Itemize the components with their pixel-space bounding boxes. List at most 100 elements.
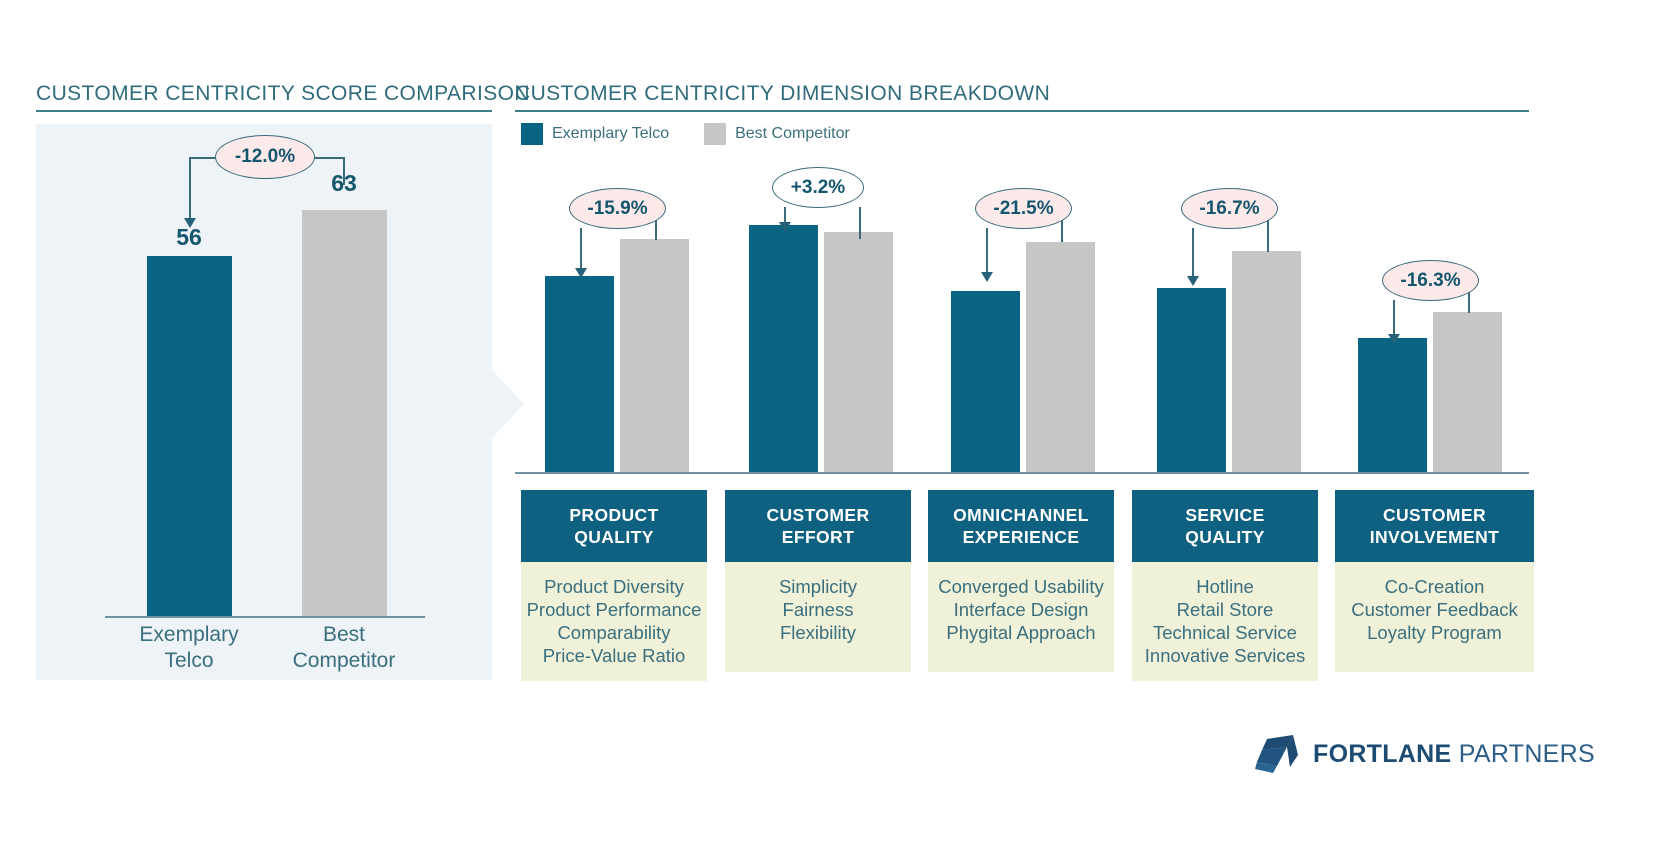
left-category-line2: Telco — [164, 649, 214, 672]
left-delta-connector-left-horiz — [189, 157, 222, 159]
delta3-arrow-shaft — [986, 228, 988, 278]
legend-swatch-teal-icon — [521, 123, 543, 145]
dimension-item: Comparability — [557, 622, 671, 643]
score-comparison-panel — [36, 124, 492, 680]
bar-customer-involvement-telco[interactable] — [1358, 338, 1427, 472]
dimension-column-service-quality[interactable]: SERVICE QUALITY Hotline Retail Store Tec… — [1132, 490, 1318, 681]
bar-exemplary-telco[interactable] — [147, 256, 232, 618]
dimension-header-line2: EFFORT — [781, 527, 855, 547]
bar-omnichannel-experience-telco[interactable] — [951, 291, 1020, 472]
delta1-connector-right — [655, 212, 657, 240]
legend-swatch-grey-icon — [704, 123, 727, 145]
left-category-line1: Exemplary — [139, 623, 239, 646]
fortlane-cube-icon — [1255, 735, 1298, 773]
dimension-header-line1: CUSTOMER — [1382, 505, 1487, 525]
left-title-rule — [36, 110, 492, 112]
logo-word-regular: PARTNERS — [1458, 739, 1595, 768]
delta-badge-customer-effort[interactable]: +3.2% — [772, 167, 864, 208]
dimension-column-customer-involvement[interactable]: CUSTOMER INVOLVEMENT Co-Creation Custome… — [1335, 490, 1534, 672]
bar-best-competitor[interactable] — [302, 210, 387, 618]
dimension-header-customer-effort: CUSTOMER EFFORT — [725, 490, 911, 562]
panel-chevron-pointer — [490, 368, 524, 440]
delta1-arrowhead-icon — [575, 268, 587, 278]
delta-badge-product-quality[interactable]: -15.9% — [569, 188, 666, 229]
dimension-header-line2: EXPERIENCE — [962, 527, 1080, 547]
delta3-connector-right — [1061, 212, 1063, 242]
dimension-items-product-quality: Product Diversity Product Performance Co… — [521, 562, 707, 681]
dimension-item: Flexibility — [779, 622, 857, 643]
delta5-arrow-shaft — [1393, 300, 1395, 340]
delta-badge-omnichannel-experience[interactable]: -21.5% — [975, 188, 1072, 229]
right-panel-title: CUSTOMER CENTRICITY DIMENSION BREAKDOWN — [515, 82, 1051, 105]
bar-product-quality-competitor[interactable] — [620, 239, 689, 472]
right-title-rule — [515, 110, 1529, 112]
left-panel-title: CUSTOMER CENTRICITY SCORE COMPARISON — [36, 82, 530, 105]
bar-customer-effort-competitor[interactable] — [824, 232, 893, 472]
bar-customer-involvement-competitor[interactable] — [1433, 312, 1502, 472]
bar-omnichannel-experience-competitor[interactable] — [1026, 242, 1095, 472]
dimension-header-line2: QUALITY — [574, 527, 654, 547]
left-category-exemplary-telco: Exemplary Telco — [109, 622, 269, 674]
delta5-arrowhead-icon — [1388, 334, 1400, 344]
fortlane-partners-logo: FORTLANE PARTNERS — [1253, 733, 1595, 775]
left-category-line2: Competitor — [292, 649, 396, 672]
delta4-connector-right — [1267, 212, 1269, 252]
dimension-item: Interface Design — [953, 599, 1089, 620]
dimension-item: Customer Feedback — [1351, 599, 1518, 620]
logo-wordmark: FORTLANE PARTNERS — [1313, 740, 1595, 769]
dimension-item: Product Performance — [526, 599, 702, 620]
dimension-item: Converged Usability — [938, 576, 1104, 597]
dimension-item: Hotline — [1196, 576, 1254, 597]
delta1-arrow-shaft — [580, 228, 582, 274]
dimension-column-omnichannel-experience[interactable]: OMNICHANNEL EXPERIENCE Converged Usabili… — [928, 490, 1114, 672]
bar-service-quality-telco[interactable] — [1157, 288, 1226, 472]
legend-item-exemplary-telco[interactable]: Exemplary Telco — [521, 123, 669, 145]
legend-item-best-competitor[interactable]: Best Competitor — [704, 123, 850, 145]
delta2-arrow-shaft — [784, 207, 786, 227]
dimension-header-customer-involvement: CUSTOMER INVOLVEMENT — [1335, 490, 1534, 562]
dimension-item: Simplicity — [778, 576, 858, 597]
dimension-items-customer-effort: Simplicity Fairness Flexibility — [725, 562, 911, 672]
dimension-header-line1: SERVICE — [1185, 505, 1265, 525]
chart-legend: Exemplary Telco Best Competitor — [521, 123, 876, 145]
left-delta-arrow-shaft — [189, 175, 191, 225]
dimension-header-product-quality: PRODUCT QUALITY — [521, 490, 707, 562]
logo-word-bold: FORTLANE — [1313, 739, 1452, 768]
dimension-column-product-quality[interactable]: PRODUCT QUALITY Product Diversity Produc… — [521, 490, 707, 681]
dimension-items-service-quality: Hotline Retail Store Technical Service I… — [1132, 562, 1318, 681]
dimension-column-customer-effort[interactable]: CUSTOMER EFFORT Simplicity Fairness Flex… — [725, 490, 911, 672]
dimension-header-omnichannel-experience: OMNICHANNEL EXPERIENCE — [928, 490, 1114, 562]
left-delta-connector-left-vert — [189, 157, 191, 177]
dimension-header-line2: QUALITY — [1185, 527, 1265, 547]
dimension-item: Fairness — [782, 599, 854, 620]
bar-customer-effort-telco[interactable] — [749, 225, 818, 472]
dimension-header-line1: CUSTOMER — [766, 505, 870, 525]
dimension-header-line2: INVOLVEMENT — [1369, 527, 1500, 547]
dimension-items-customer-involvement: Co-Creation Customer Feedback Loyalty Pr… — [1335, 562, 1534, 672]
dimension-item: Technical Service — [1153, 622, 1297, 643]
legend-label-exemplary-telco: Exemplary Telco — [552, 125, 670, 142]
delta-badge-overall[interactable]: -12.0% — [215, 135, 315, 179]
left-delta-arrowhead-icon — [184, 218, 196, 228]
delta-badge-service-quality[interactable]: -16.7% — [1181, 188, 1278, 229]
legend-label-best-competitor: Best Competitor — [735, 125, 850, 142]
dimension-item: Loyalty Program — [1367, 622, 1502, 643]
delta-badge-customer-involvement[interactable]: -16.3% — [1382, 260, 1479, 301]
dimension-header-line1: OMNICHANNEL — [953, 505, 1089, 525]
left-delta-connector-right-vert — [343, 157, 345, 185]
dimension-item: Co-Creation — [1384, 576, 1485, 597]
bar-value-exemplary-telco: 56 — [176, 224, 202, 250]
delta4-arrow-shaft — [1192, 228, 1194, 280]
right-chart-axis — [515, 472, 1529, 474]
delta5-connector-right — [1468, 284, 1470, 313]
delta2-arrowhead-icon — [779, 222, 791, 232]
bar-service-quality-competitor[interactable] — [1232, 251, 1301, 472]
left-delta-connector-right-horiz — [312, 157, 345, 159]
dimension-item: Retail Store — [1176, 599, 1274, 620]
delta4-arrowhead-icon — [1187, 276, 1199, 286]
bar-product-quality-telco[interactable] — [545, 276, 614, 472]
dimension-header-line1: PRODUCT — [569, 505, 659, 525]
left-category-line1: Best — [322, 623, 366, 646]
delta2-connector-right — [859, 207, 861, 239]
